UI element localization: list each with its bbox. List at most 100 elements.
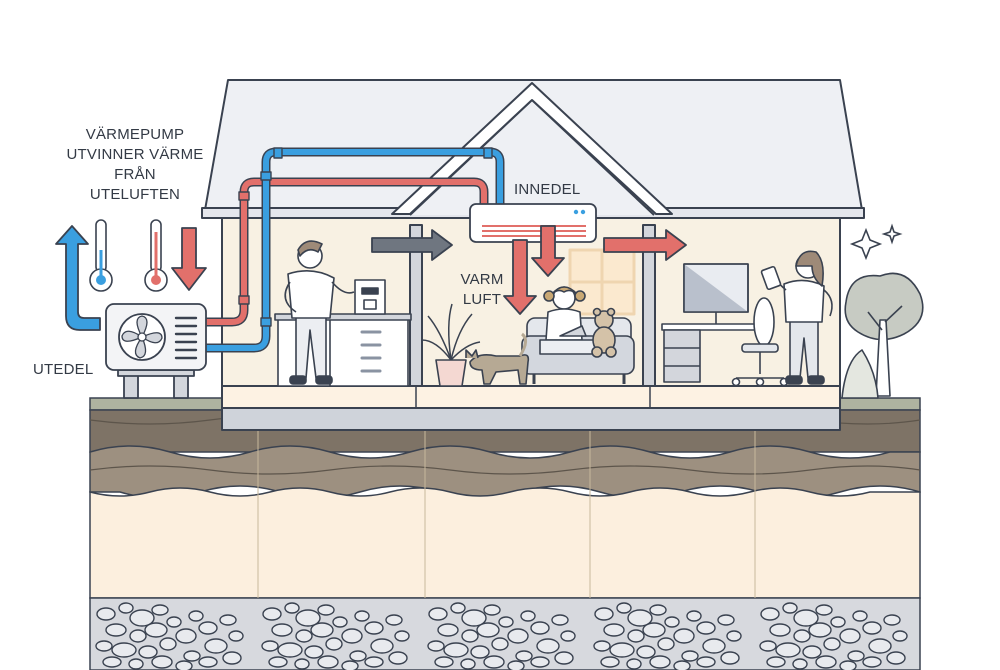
gravel-stone	[159, 637, 177, 651]
heat-pump-line-4: UTELUFTEN	[89, 186, 181, 203]
gravel-stone	[886, 651, 906, 665]
gravel-stone	[183, 650, 201, 662]
gravel-stone	[686, 610, 702, 622]
gravel-stone	[144, 622, 168, 638]
gravel-stone	[696, 656, 716, 668]
office-chair	[731, 297, 789, 387]
gravel-stone	[530, 621, 550, 635]
refrigerant-pipes	[201, 147, 505, 353]
gravel-stone	[461, 629, 479, 643]
gravel-stone	[594, 607, 614, 621]
gravel-stones	[95, 602, 908, 670]
gravel-stone	[507, 660, 525, 670]
warm-air-arrows	[371, 225, 687, 315]
gravel-stone	[603, 623, 625, 637]
soil-dividers	[257, 430, 756, 598]
gravel-stone	[175, 660, 193, 670]
indoor-unit	[469, 203, 597, 243]
warm-air-arrow-down-1	[503, 239, 537, 315]
gravel-stone	[175, 628, 197, 644]
gravel-stone	[726, 630, 742, 642]
gravel-stone	[304, 645, 324, 659]
foundation	[221, 407, 841, 431]
gravel-stone	[262, 607, 282, 621]
gravel-stone	[325, 637, 343, 651]
gravel-stone	[204, 638, 228, 654]
kitchen	[274, 240, 412, 387]
gravel-stone	[515, 650, 533, 662]
gravel-stone	[759, 640, 777, 652]
house-plant	[421, 303, 481, 387]
warm-air-arrow-down-2	[531, 225, 565, 277]
gravel-stone	[720, 651, 740, 665]
gravel-stone	[151, 604, 169, 616]
gravel-stone	[560, 630, 576, 642]
gravel-stone	[609, 642, 635, 658]
gravel-stone	[793, 629, 811, 643]
gravel-stone	[536, 638, 560, 654]
gravel-stone	[364, 621, 384, 635]
gravel-stone	[760, 607, 780, 621]
gravel-stone	[128, 658, 144, 670]
person-office	[760, 250, 833, 385]
cat	[465, 332, 530, 385]
gravel-stone	[627, 609, 653, 627]
gravel-stone	[815, 655, 837, 669]
gravel-stone	[696, 621, 716, 635]
sparkle-icon	[849, 223, 903, 261]
gravel-stone	[341, 628, 363, 644]
warm-air-line-2: LUFT	[462, 291, 502, 308]
gravel-stone	[627, 629, 645, 643]
gravel-stone	[317, 655, 339, 669]
gravel-stone	[823, 637, 841, 651]
indoor-unit-label: INNEDEL	[514, 181, 581, 198]
gravel-stone	[271, 623, 293, 637]
gravel-stone	[151, 655, 173, 669]
gravel-stone	[862, 656, 882, 668]
gravel-stone	[649, 655, 671, 669]
gravel-stone	[530, 656, 550, 668]
cold-air-out-arrow	[55, 225, 101, 331]
gravel-stone	[222, 651, 242, 665]
heat-pump-description: VÄRMEPUMP UTVINNER VÄRME FRÅN UTELUFTEN	[40, 125, 230, 205]
gravel-stone	[394, 630, 410, 642]
gravel-stone	[284, 602, 300, 614]
gravel-stone	[554, 651, 574, 665]
gravel-stone	[219, 614, 237, 626]
gravel-stone	[349, 650, 367, 662]
gravel-stone	[129, 629, 147, 643]
gravel-stone	[434, 656, 454, 668]
gravel-stone	[129, 609, 155, 627]
gravel-stone	[295, 629, 313, 643]
gravel-stone	[476, 622, 500, 638]
office	[661, 250, 833, 387]
heat-pump-line-2: UTVINNER VÄRME	[66, 146, 204, 163]
gravel-stone	[370, 638, 394, 654]
gravel-stone	[507, 628, 529, 644]
gravel-stone	[461, 609, 487, 627]
person-kitchen	[284, 240, 355, 385]
gravel-stone	[354, 610, 370, 622]
gravel-stone	[483, 604, 501, 616]
gravel-stone	[892, 630, 908, 642]
warm-air-line-1: VARM	[460, 271, 504, 288]
thermometer-warm-icon	[144, 219, 168, 292]
gravel-stone	[839, 628, 861, 644]
gravel-stone	[498, 616, 514, 628]
gable-trim	[391, 82, 673, 215]
gravel-stone	[460, 658, 476, 670]
warm-air-arrow-right	[603, 229, 687, 261]
gravel-stone	[593, 640, 611, 652]
gravel-stone	[428, 607, 448, 621]
gravel-stone	[664, 616, 680, 628]
gravel-stone	[616, 602, 632, 614]
gravel-stone	[775, 642, 801, 658]
gravel-stone	[815, 604, 833, 616]
heat-pump-line-3: FRÅN	[114, 166, 156, 183]
gravel-stone	[769, 623, 791, 637]
gravel-stone	[626, 658, 642, 670]
air-flow-arrow-left	[371, 229, 453, 261]
pillar-right	[642, 224, 656, 387]
gravel-stone	[642, 622, 666, 638]
